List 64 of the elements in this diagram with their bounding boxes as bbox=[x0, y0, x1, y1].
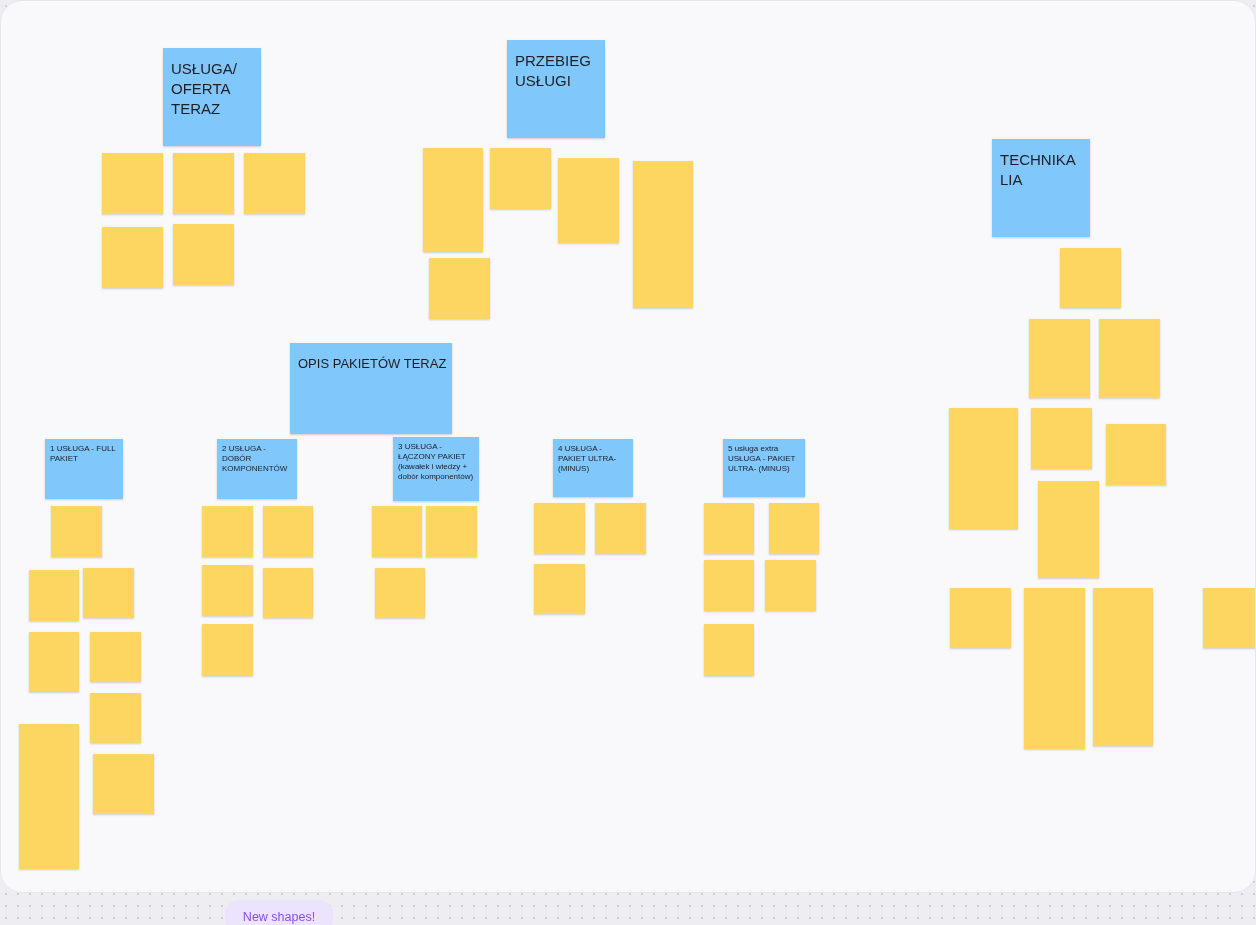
sticky-note bbox=[1106, 424, 1166, 485]
note-heading: USŁUGA/ OFERTA TERAZ bbox=[171, 59, 238, 119]
sticky-note bbox=[633, 161, 693, 308]
sticky-note bbox=[534, 503, 585, 554]
sticky-note bbox=[950, 588, 1011, 648]
sticky-note bbox=[1031, 408, 1092, 469]
sticky-note bbox=[202, 565, 253, 616]
sticky-note bbox=[83, 568, 134, 618]
announcement-tag: New shapes! bbox=[225, 900, 333, 925]
sticky-note bbox=[263, 506, 313, 557]
sticky-note bbox=[704, 503, 754, 554]
sticky-note bbox=[102, 153, 163, 214]
sticky-note bbox=[553, 439, 633, 497]
sticky-note bbox=[372, 506, 422, 557]
sticky-note bbox=[723, 439, 805, 497]
sticky-note bbox=[558, 158, 619, 243]
note-heading: 3 USŁUGA - ŁĄCZONY PAKIET (kawałek i wiedzy + dobór komponentów) bbox=[398, 442, 475, 482]
sticky-note bbox=[173, 224, 234, 285]
note-heading: OPIS PAKIETÓW TERAZ bbox=[298, 355, 444, 373]
sticky-note bbox=[1038, 481, 1099, 578]
sticky-note bbox=[393, 437, 479, 501]
note-heading: 1 USŁUGA - FULL PAKIET bbox=[50, 444, 117, 464]
sticky-note bbox=[704, 560, 754, 611]
note-heading: 4 USŁUGA - PAKIET ULTRA- (MINUS) bbox=[558, 444, 618, 474]
sticky-note bbox=[1060, 248, 1121, 308]
sticky-note bbox=[704, 624, 754, 676]
sticky-note bbox=[90, 693, 141, 743]
sticky-note bbox=[19, 724, 79, 869]
sticky-note bbox=[375, 568, 425, 618]
sticky-note bbox=[490, 148, 551, 209]
sticky-note bbox=[163, 48, 261, 146]
sticky-note bbox=[29, 632, 79, 692]
sticky-note bbox=[426, 506, 477, 557]
sticky-note bbox=[1099, 319, 1160, 398]
sticky-note bbox=[423, 148, 483, 252]
sticky-note bbox=[217, 439, 297, 499]
note-heading: 2 USŁUGA - DOBÓR KOMPONENTÓW bbox=[222, 444, 289, 474]
sticky-note bbox=[90, 632, 141, 682]
sticky-note bbox=[93, 754, 154, 814]
sticky-note bbox=[173, 153, 234, 214]
sticky-note bbox=[534, 564, 585, 614]
sticky-note bbox=[45, 439, 123, 499]
sticky-note bbox=[244, 153, 305, 214]
sticky-note bbox=[1024, 588, 1085, 749]
sticky-note bbox=[263, 568, 313, 618]
sticky-note bbox=[51, 506, 102, 557]
sticky-note bbox=[1029, 319, 1090, 398]
sticky-note bbox=[765, 560, 816, 611]
sticky-note bbox=[507, 40, 605, 138]
note-heading: PRZEBIEG USŁUGI bbox=[515, 51, 592, 91]
sticky-note bbox=[992, 139, 1090, 237]
sticky-note bbox=[29, 570, 79, 621]
sticky-note bbox=[290, 343, 452, 434]
sticky-note bbox=[949, 408, 1018, 529]
sticky-note bbox=[769, 503, 819, 554]
sticky-note bbox=[1203, 588, 1255, 648]
sticky-note bbox=[429, 258, 490, 319]
sticky-note bbox=[102, 227, 163, 288]
note-heading: 5 usługa extra USŁUGA - PAKIET ULTRA- (MINUS) bbox=[728, 444, 797, 474]
sticky-note bbox=[202, 506, 253, 557]
sticky-note bbox=[202, 624, 253, 676]
sticky-note bbox=[1093, 588, 1153, 746]
note-heading: TECHNIKA LIA bbox=[1000, 150, 1077, 190]
sticky-note bbox=[595, 503, 646, 554]
